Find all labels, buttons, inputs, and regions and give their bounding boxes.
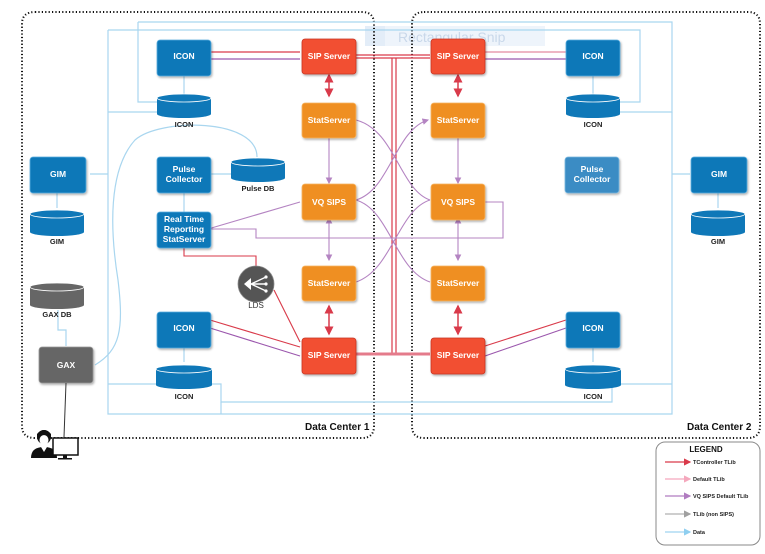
svg-text:ICON: ICON — [175, 392, 194, 401]
svg-text:LDS: LDS — [248, 301, 264, 310]
dc1-lds[interactable]: LDS — [237, 265, 275, 310]
svg-text:StatServer: StatServer — [308, 278, 351, 288]
svg-text:ICON: ICON — [582, 323, 603, 333]
svg-text:TLib (non SIPS): TLib (non SIPS) — [693, 512, 734, 518]
dc1-pulse-db[interactable]: Pulse DB — [230, 157, 286, 193]
dc2-icon-top[interactable]: ICON — [565, 39, 621, 77]
svg-text:GAX DB: GAX DB — [42, 310, 72, 319]
dc2-pulse-collector[interactable]: Pulse Collector — [564, 156, 620, 194]
legend-item-vq-sips-default-tlib: VQ SIPS Default TLib — [665, 492, 749, 500]
dc1-icon-db-bottom[interactable]: ICON — [155, 364, 213, 401]
svg-text:SIP Server: SIP Server — [308, 51, 351, 61]
legend-item-data: Data — [665, 528, 706, 536]
svg-text:SIP Server: SIP Server — [437, 51, 480, 61]
dc2-icon-db-top[interactable]: ICON — [565, 93, 621, 129]
svg-text:VQ SIPS Default TLib: VQ SIPS Default TLib — [693, 494, 749, 500]
legend: LEGEND TController TLib Default TLib VQ … — [655, 441, 761, 546]
svg-text:Pulse: Pulse — [173, 164, 196, 174]
dc2-gim-db[interactable]: GIM — [690, 209, 746, 246]
svg-text:StatServer: StatServer — [437, 115, 480, 125]
svg-text:Collector: Collector — [574, 174, 612, 184]
svg-text:Real Time: Real Time — [164, 214, 204, 224]
dc2-statserver-top[interactable]: StatServer — [430, 102, 486, 139]
dc1-gim[interactable]: GIM — [29, 156, 87, 194]
snip-watermark: Rectangular Snip — [365, 26, 545, 46]
dc1-gax-db[interactable]: GAX DB — [29, 282, 85, 319]
data-center-2-label: Data Center 2 — [687, 422, 752, 433]
legend-item-tcontroller: TController TLib — [665, 458, 736, 466]
tcontroller-lines — [183, 51, 567, 357]
dc2-icon-db-bottom[interactable]: ICON — [564, 364, 622, 401]
dc1-icon-top[interactable]: ICON — [156, 39, 212, 77]
svg-text:StatServer: StatServer — [163, 234, 206, 244]
gax-user-line — [63, 382, 67, 438]
svg-text:GIM: GIM — [711, 237, 725, 246]
dc1-icon-db-top[interactable]: ICON — [156, 93, 212, 129]
dc1-sip-server-bottom[interactable]: SIP Server — [301, 337, 357, 375]
dc1-gim-db[interactable]: GIM — [29, 209, 85, 246]
svg-text:ICON: ICON — [173, 51, 194, 61]
dc1-pulse-collector[interactable]: Pulse Collector — [156, 156, 212, 194]
dc1-statserver-bottom[interactable]: StatServer — [301, 265, 357, 302]
svg-text:ICON: ICON — [584, 120, 603, 129]
user-workstation-icon — [31, 430, 79, 460]
dc2-statserver-bottom[interactable]: StatServer — [430, 265, 486, 302]
svg-text:GIM: GIM — [50, 237, 64, 246]
svg-text:ICON: ICON — [173, 323, 194, 333]
svg-text:ICON: ICON — [582, 51, 603, 61]
dc2-sip-server-top[interactable]: SIP Server — [430, 38, 486, 75]
svg-text:Pulse DB: Pulse DB — [242, 184, 276, 193]
data-center-2-boundary — [411, 11, 761, 439]
dc1-statserver-top[interactable]: StatServer — [301, 102, 357, 139]
dc1-vq-sips[interactable]: VQ SIPS — [301, 183, 357, 221]
dc2-icon-bottom[interactable]: ICON — [565, 311, 621, 349]
svg-text:GIM: GIM — [711, 169, 727, 179]
svg-text:SIP Server: SIP Server — [308, 350, 351, 360]
dc1-sip-server-top[interactable]: SIP Server — [301, 38, 357, 75]
dc1-icon-bottom[interactable]: ICON — [156, 311, 212, 349]
svg-text:Reporting: Reporting — [164, 224, 204, 234]
svg-text:Pulse: Pulse — [581, 164, 604, 174]
dc2-gim[interactable]: GIM — [690, 156, 748, 194]
dc1-real-time-reporting-statserver[interactable]: Real Time Reporting StatServer — [156, 211, 212, 249]
svg-text:Collector: Collector — [166, 174, 204, 184]
svg-text:GAX: GAX — [57, 360, 76, 370]
dc2-vq-sips[interactable]: VQ SIPS — [430, 183, 486, 221]
svg-text:StatServer: StatServer — [437, 278, 480, 288]
legend-item-default-tlib: Default TLib — [665, 475, 725, 483]
dc2-sip-server-bottom[interactable]: SIP Server — [430, 337, 486, 375]
svg-text:SIP Server: SIP Server — [437, 350, 480, 360]
svg-text:StatServer: StatServer — [308, 115, 351, 125]
vq-sips-lines — [207, 118, 504, 283]
svg-text:VQ SIPS: VQ SIPS — [441, 197, 475, 207]
svg-text:Default TLib: Default TLib — [693, 477, 725, 483]
share-network-icon — [244, 275, 268, 293]
svg-text:TController TLib: TController TLib — [693, 460, 736, 466]
dc1-gax[interactable]: GAX — [38, 346, 94, 384]
svg-text:Data: Data — [693, 530, 706, 536]
svg-text:VQ SIPS: VQ SIPS — [312, 197, 346, 207]
legend-item-tlib-non-sips: TLib (non SIPS) — [665, 510, 734, 518]
legend-title: LEGEND — [689, 445, 723, 454]
svg-text:ICON: ICON — [584, 392, 603, 401]
svg-text:GIM: GIM — [50, 169, 66, 179]
svg-text:ICON: ICON — [175, 120, 194, 129]
data-center-1-label: Data Center 1 — [305, 422, 370, 433]
